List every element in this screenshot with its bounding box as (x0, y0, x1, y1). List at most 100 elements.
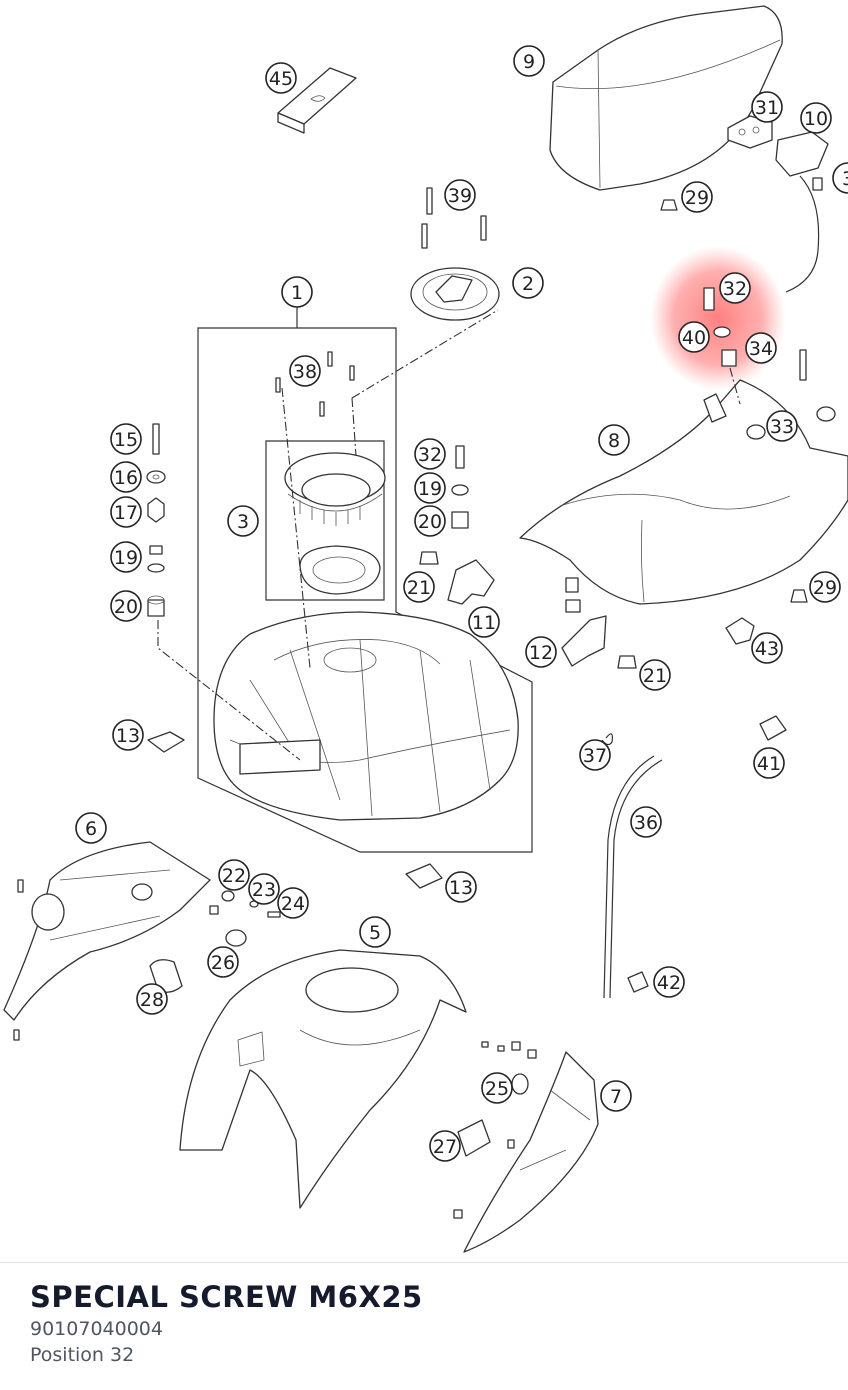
part-washer-16[interactable] (146, 470, 166, 484)
tank-assembly-frame (197, 327, 533, 853)
callout-24[interactable]: 24 (277, 887, 309, 919)
callout-22[interactable]: 22 (218, 859, 250, 891)
part-buffer-29-right[interactable] (790, 589, 808, 603)
callout-28[interactable]: 28 (136, 983, 168, 1015)
callout-13[interactable]: 13 (445, 871, 477, 903)
callout-6[interactable]: 6 (75, 812, 107, 844)
part-tank-cap-screws[interactable] (421, 187, 487, 249)
part-drain-hose[interactable] (603, 755, 663, 999)
part-cable-clip-41[interactable] (759, 715, 787, 741)
callout-33[interactable]: 33 (766, 410, 798, 442)
callout-43[interactable]: 43 (751, 632, 783, 664)
part-bracket-12[interactable] (561, 577, 607, 667)
part-nut-17[interactable] (147, 497, 165, 523)
part-grommet-20-mid[interactable] (451, 511, 469, 529)
part-bracket-11[interactable] (447, 559, 495, 605)
callout-29[interactable]: 29 (681, 181, 713, 213)
callout-2[interactable]: 2 (512, 267, 544, 299)
part-buffer-21-left[interactable] (419, 551, 439, 565)
part-right-side-panel[interactable] (463, 1051, 599, 1253)
callout-9[interactable]: 9 (513, 45, 545, 77)
callout-34[interactable]: 34 (745, 332, 777, 364)
callout-41[interactable]: 41 (753, 747, 785, 779)
callout-21[interactable]: 21 (403, 571, 435, 603)
part-info-panel: SPECIAL SCREW M6X25 90107040004 Position… (30, 1278, 830, 1368)
callout-19[interactable]: 19 (110, 541, 142, 573)
callout-20[interactable]: 20 (414, 505, 446, 537)
callout-37[interactable]: 37 (579, 739, 611, 771)
callout-40[interactable]: 40 (678, 321, 710, 353)
part-buffer-21-right[interactable] (617, 655, 637, 669)
callout-19[interactable]: 19 (414, 472, 446, 504)
callout-20[interactable]: 20 (110, 590, 142, 622)
part-fuel-tank[interactable] (213, 611, 519, 821)
callout-32[interactable]: 32 (719, 272, 751, 304)
part-small-screws[interactable] (13, 879, 537, 1219)
callout-label: 21 (407, 577, 431, 599)
callout-29[interactable]: 29 (809, 571, 841, 603)
callout-8[interactable]: 8 (598, 424, 630, 456)
callout-27[interactable]: 27 (429, 1130, 461, 1162)
callout-39[interactable]: 39 (444, 179, 476, 211)
callout-32[interactable]: 32 (414, 438, 446, 470)
part-tank-cover[interactable] (179, 949, 467, 1209)
callout-21[interactable]: 21 (639, 659, 671, 691)
callout-label: 9 (523, 51, 535, 73)
part-key-tag[interactable] (277, 67, 357, 134)
part-clip-43[interactable] (725, 617, 755, 645)
part-bushing-19[interactable] (147, 545, 165, 573)
callout-1[interactable]: 1 (281, 276, 313, 308)
callout-label: 33 (770, 416, 794, 438)
part-washer-40[interactable] (713, 326, 731, 338)
part-grommet-20[interactable] (147, 595, 165, 617)
part-bushing-19-mid[interactable] (451, 484, 469, 496)
part-seat-lock[interactable] (727, 115, 829, 293)
callout-5[interactable]: 5 (359, 916, 391, 948)
callout-11[interactable]: 11 (468, 606, 500, 638)
callout-36[interactable]: 36 (630, 806, 662, 838)
callout-17[interactable]: 17 (110, 496, 142, 528)
callout-label: 11 (472, 612, 496, 634)
part-grommet-34[interactable] (721, 349, 737, 367)
callout-3[interactable]: 3 (227, 505, 259, 537)
part-left-side-panel[interactable] (3, 841, 211, 1021)
callout-12[interactable]: 12 (525, 636, 557, 668)
part-screw-32-mid[interactable] (455, 445, 465, 469)
callout-42[interactable]: 42 (653, 966, 685, 998)
callout-31[interactable]: 31 (751, 91, 783, 123)
part-bolt-right[interactable] (799, 349, 836, 422)
part-fuel-cap[interactable] (410, 267, 500, 321)
part-grommet-33[interactable] (746, 424, 766, 440)
part-rear-seat[interactable] (549, 5, 783, 191)
callout-3[interactable]: 3 (832, 162, 848, 194)
callout-label: 39 (448, 185, 472, 207)
callout-label: 3 (842, 168, 848, 190)
callout-23[interactable]: 23 (248, 873, 280, 905)
part-spacer-27[interactable] (457, 1119, 491, 1157)
callout-label: 26 (211, 952, 235, 974)
part-flange-screws[interactable] (275, 351, 355, 417)
callout-16[interactable]: 16 (110, 461, 142, 493)
part-stud-15[interactable] (152, 423, 160, 455)
callout-7[interactable]: 7 (600, 1080, 632, 1112)
callout-13[interactable]: 13 (112, 719, 144, 751)
part-pad-13-left[interactable] (147, 731, 185, 753)
part-fuel-pump-flange[interactable] (284, 452, 386, 526)
part-spacer-25[interactable] (511, 1073, 529, 1095)
part-special-screw-32[interactable] (703, 287, 715, 311)
callout-label: 12 (529, 642, 553, 664)
callout-10[interactable]: 10 (800, 102, 832, 134)
part-rubber-buffer-top[interactable] (660, 199, 678, 211)
part-spacer-26[interactable] (225, 929, 247, 947)
callout-45[interactable]: 45 (265, 62, 297, 94)
callout-25[interactable]: 25 (481, 1072, 513, 1104)
callout-38[interactable]: 38 (289, 355, 321, 387)
callout-label: 23 (252, 879, 276, 901)
part-front-seat[interactable] (519, 379, 848, 605)
callout-26[interactable]: 26 (207, 946, 239, 978)
callout-15[interactable]: 15 (110, 423, 142, 455)
part-pump-gasket[interactable] (299, 545, 381, 595)
callout-label: 25 (485, 1078, 509, 1100)
part-pad-13-mid[interactable] (405, 863, 443, 889)
part-clip-42[interactable] (627, 971, 649, 993)
